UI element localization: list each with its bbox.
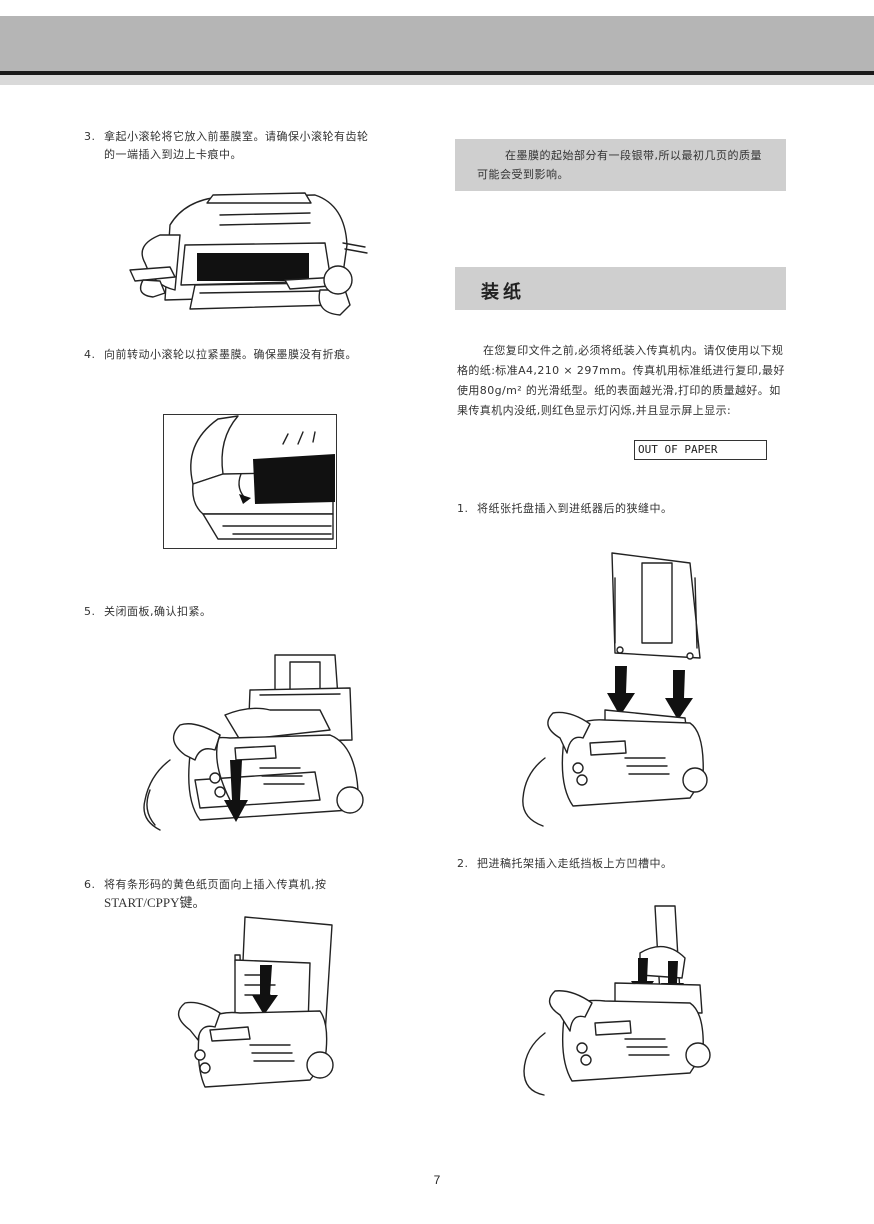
step-number: 1. [457, 502, 469, 515]
step-text-cont: 的一端插入到边上卡痕中。 [104, 148, 242, 161]
illustration-roller-tension [163, 414, 337, 549]
step-text: 向前转动小滚轮以拉紧墨膜。确保墨膜没有折痕。 [104, 348, 357, 361]
section-title: 装纸 [481, 282, 525, 303]
step-5: 5. 关闭面板,确认扣紧。 [84, 603, 424, 621]
header-underline [0, 75, 874, 85]
note-box: 在墨膜的起始部分有一段银带,所以最初几页的质量可能会受到影响。 [455, 139, 786, 191]
step-r1: 1. 将纸张托盘插入到进纸器后的狭缝中。 [457, 500, 787, 518]
illustration-roller-insert [129, 192, 368, 316]
section-bar: 装纸 [455, 267, 786, 310]
intro-paragraph: 在您复印文件之前,必须将纸装入传真机内。请仅使用以下规格的纸:标准A4,210 … [457, 344, 785, 417]
note-text: 在墨膜的起始部分有一段银带,所以最初几页的质量可能会受到影响。 [477, 149, 762, 181]
step-number: 3. [84, 130, 96, 143]
step-number: 4. [84, 348, 96, 361]
step-text: 拿起小滚轮将它放入前墨膜室。请确保小滚轮有齿轮 [104, 130, 369, 143]
page-number: 7 [433, 1173, 441, 1187]
step-text-cont: START/CPPY键。 [104, 895, 206, 910]
illustration-insert-paper-tray [522, 552, 708, 827]
step-3: 3. 拿起小滚轮将它放入前墨膜室。请确保小滚轮有齿轮 的一端插入到边上卡痕中。 [84, 128, 424, 164]
step-text: 将纸张托盘插入到进纸器后的狭缝中。 [477, 502, 673, 515]
illustration-insert-barcode-paper [177, 916, 334, 1088]
step-r2: 2. 把进稿托架插入走纸挡板上方凹槽中。 [457, 855, 787, 873]
illustration-insert-document-holder [523, 905, 711, 1096]
step-text: 关闭面板,确认扣紧。 [104, 605, 212, 618]
lcd-display: OUT OF PAPER [634, 440, 767, 460]
step-6: 6. 将有条形码的黄色纸页面向上插入传真机,按 START/CPPY键。 [84, 876, 424, 912]
step-4: 4. 向前转动小滚轮以拉紧墨膜。确保墨膜没有折痕。 [84, 346, 424, 364]
step-text: 把进稿托架插入走纸挡板上方凹槽中。 [477, 857, 673, 870]
step-number: 6. [84, 878, 96, 891]
step-number: 2. [457, 857, 469, 870]
step-text: 将有条形码的黄色纸页面向上插入传真机,按 [104, 878, 327, 891]
step-number: 5. [84, 605, 96, 618]
illustration-close-panel [143, 654, 364, 831]
header-band [0, 16, 874, 72]
header-rule [0, 71, 874, 75]
